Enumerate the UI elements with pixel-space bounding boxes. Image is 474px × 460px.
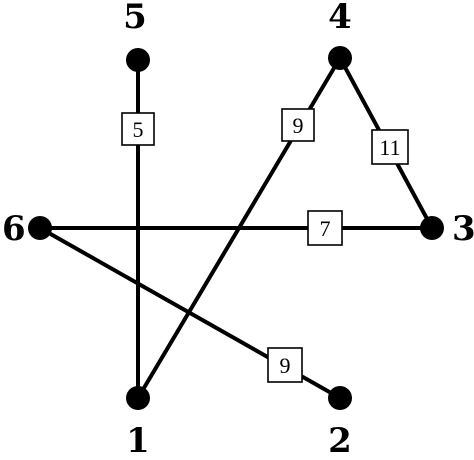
node-4-dot	[328, 46, 352, 70]
node-4-label: 4	[328, 0, 352, 37]
weight-label-4-3: 11	[371, 129, 409, 165]
node-1-label: 1	[126, 421, 150, 460]
nodes-layer	[28, 46, 444, 410]
node-6-label: 6	[2, 209, 26, 249]
node-5-label: 5	[123, 0, 147, 37]
weight-value: 5	[133, 117, 144, 142]
node-1-dot	[126, 386, 150, 410]
weight-box	[121, 112, 155, 146]
weight-value: 11	[379, 135, 400, 160]
weight-label-6-2: 9	[267, 347, 303, 383]
weight-box	[281, 108, 315, 142]
node-3-dot	[420, 216, 444, 240]
weight-label-1-4: 9	[281, 108, 315, 142]
weight-value: 9	[293, 113, 304, 138]
node-3-label: 3	[452, 209, 474, 249]
weight-box	[267, 347, 303, 383]
weight-box	[307, 210, 343, 246]
weight-label-6-3: 7	[307, 210, 343, 246]
node-6-dot	[28, 216, 52, 240]
weight-value: 7	[320, 216, 331, 241]
node-2-label: 2	[328, 421, 352, 460]
weights-layer: 5 9 11 7 9	[121, 108, 409, 383]
weight-label-1-5: 5	[121, 112, 155, 146]
node-2-dot	[328, 386, 352, 410]
edges-layer	[38, 56, 434, 400]
weight-box	[371, 129, 409, 165]
node-5-dot	[126, 48, 150, 72]
weight-value: 9	[280, 353, 291, 378]
